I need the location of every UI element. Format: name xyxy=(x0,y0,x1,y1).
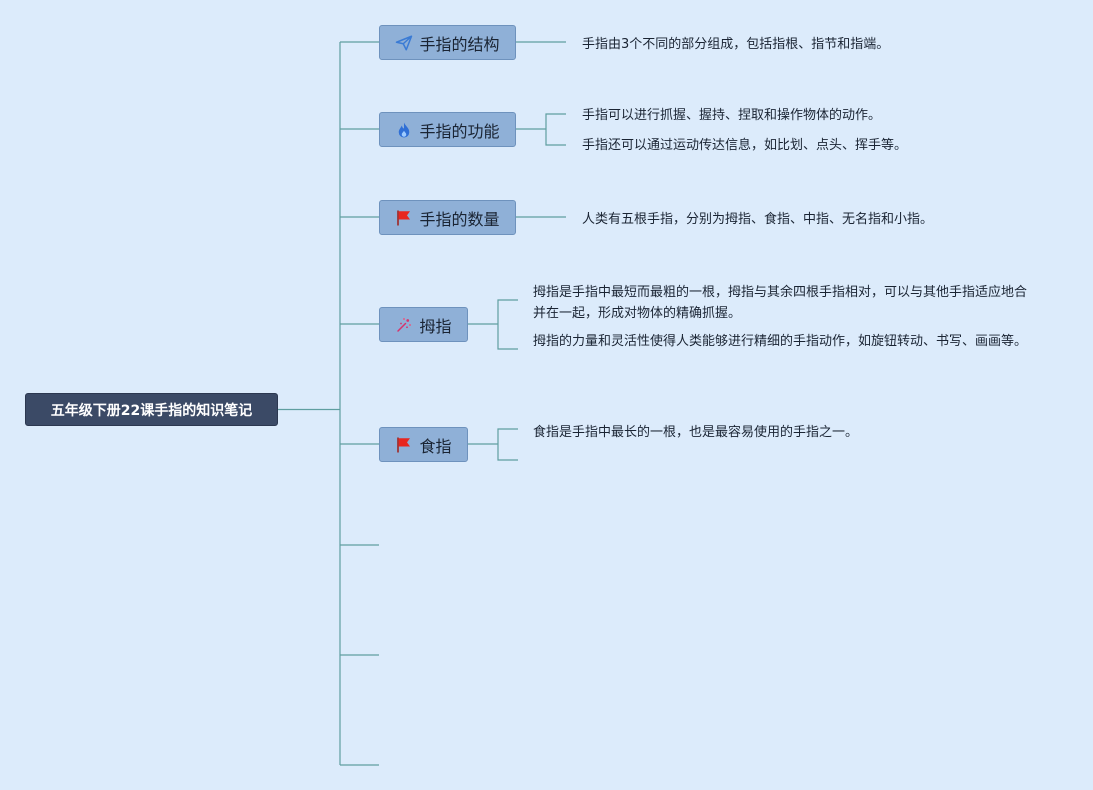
leaf-text: 拇指是手指中最短而最粗的一根，拇指与其余四根手指相对，可以与其他手指适应地合并在… xyxy=(533,285,1028,321)
branch-label: 手指的数量 xyxy=(419,209,500,229)
flag-icon xyxy=(395,209,413,227)
leaf-text: 手指可以进行抓握、握持、捏取和操作物体的动作。 xyxy=(582,108,882,123)
leaf-text: 食指是手指中最长的一根，也是最容易使用的手指之一。 xyxy=(533,425,859,440)
branch-label: 食指 xyxy=(419,436,452,456)
branch-index-finger[interactable]: 食指 xyxy=(379,427,468,462)
branch-structure[interactable]: 手指的结构 xyxy=(379,25,516,60)
leaf-text: 人类有五根手指，分别为拇指、食指、中指、无名指和小指。 xyxy=(582,212,934,227)
branch-label: 拇指 xyxy=(419,316,452,336)
leaf-text: 手指还可以通过运动传达信息，如比划、点头、挥手等。 xyxy=(582,138,908,153)
leaf-bracket xyxy=(468,299,518,350)
root-label: 五年级下册22课手指的知识笔记 xyxy=(50,402,253,419)
sparkle-icon xyxy=(395,316,413,334)
branch-count[interactable]: 手指的数量 xyxy=(379,200,516,235)
branch-thumb[interactable]: 拇指 xyxy=(379,307,468,342)
leaf-text: 手指由3个不同的部分组成，包括指根、指节和指端。 xyxy=(582,37,890,52)
leaf-bracket xyxy=(516,113,566,146)
leaf-text: 拇指的力量和灵活性使得人类能够进行精细的手指动作，如旋钮转动、书写、画画等。 xyxy=(533,334,1028,349)
flag-icon xyxy=(395,436,413,454)
branch-label: 手指的功能 xyxy=(419,121,500,141)
branch-label: 手指的结构 xyxy=(419,34,500,54)
root-node[interactable]: 五年级下册22课手指的知识笔记 xyxy=(25,393,278,426)
flame-icon xyxy=(395,121,413,139)
leaf-bracket xyxy=(468,428,518,461)
paper-plane-icon xyxy=(395,34,413,52)
branch-function[interactable]: 手指的功能 xyxy=(379,112,516,147)
